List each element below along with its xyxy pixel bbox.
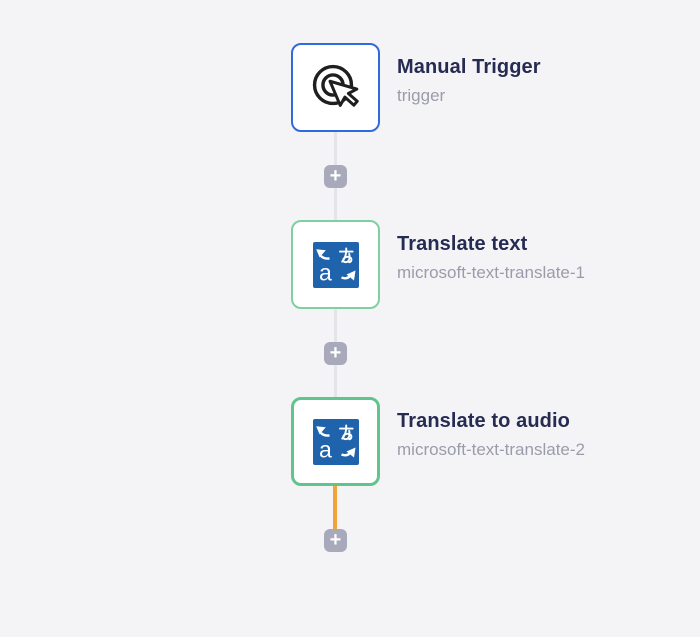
pointer-click-icon	[309, 61, 363, 115]
add-step-button-2[interactable]: +	[324, 342, 347, 365]
node-manual-trigger[interactable]	[291, 43, 380, 132]
node-translate-text[interactable]: a	[291, 220, 380, 309]
translate-icon: a	[312, 241, 359, 288]
add-step-button-3[interactable]: +	[324, 529, 347, 552]
node-label-translate-to-audio: Translate to audio microsoft-text-transl…	[397, 409, 585, 461]
plus-icon: +	[329, 528, 342, 551]
node-subtitle: microsoft-text-translate-1	[397, 263, 585, 282]
translate-icon: a	[312, 418, 359, 465]
node-label-translate-text: Translate text microsoft-text-translate-…	[397, 232, 585, 284]
node-title: Manual Trigger	[397, 56, 541, 78]
node-subtitle: trigger	[397, 86, 446, 105]
plus-icon: +	[329, 164, 342, 187]
add-step-button-1[interactable]: +	[324, 165, 347, 188]
node-label-manual-trigger: Manual Trigger trigger	[397, 55, 541, 107]
svg-text:a: a	[319, 436, 332, 462]
connector-audio-to-add	[333, 486, 337, 530]
plus-icon: +	[329, 341, 342, 364]
node-title: Translate to audio	[397, 410, 570, 432]
svg-text:a: a	[319, 259, 332, 285]
node-subtitle: microsoft-text-translate-2	[397, 440, 585, 459]
node-title: Translate text	[397, 233, 528, 255]
node-translate-to-audio[interactable]: a	[291, 397, 380, 486]
